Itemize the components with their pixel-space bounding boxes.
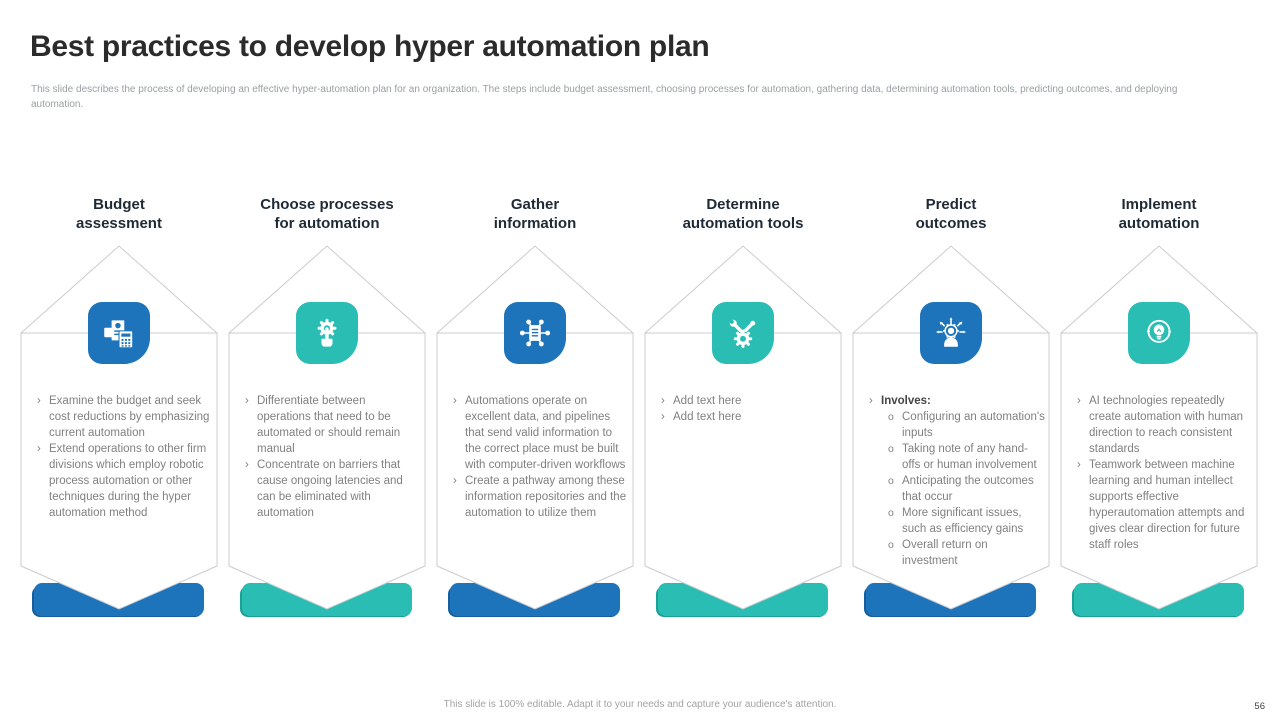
column-gather-information: Gather information › Automations operate …: [436, 190, 634, 622]
column-title: Predict outcomes: [915, 195, 987, 232]
page-number: 56: [1254, 701, 1265, 712]
bullet-item: › AI technologies repeatedly create autom…: [1072, 394, 1253, 458]
slide-subtitle: This slide describes the process of deve…: [31, 84, 1178, 110]
column-title: Implement automation: [1118, 195, 1200, 232]
bullet-list: › Add text here › Add text here: [656, 394, 837, 426]
bullet-item: › Examine the budget and seek cost reduct…: [32, 394, 213, 442]
data-network-icon: [504, 302, 566, 364]
bullet-item: › Teamwork between machine learning and h…: [1072, 458, 1253, 554]
column-implement-automation: Implement automation › AI technologies re…: [1060, 190, 1258, 622]
card-body: [644, 332, 842, 610]
column-budget-assessment: Budget assessment › Examine the budget an…: [20, 190, 218, 622]
column-title: Budget assessment: [76, 195, 162, 232]
bullet-list: › Automations operate on excellent data, …: [448, 394, 629, 522]
bullet-text: Add text here: [673, 410, 742, 423]
sub-bullet-marker: o: [888, 442, 894, 455]
insight-person-icon: [920, 302, 982, 364]
sub-bullet-marker: o: [888, 474, 894, 487]
column-choose-processes: Choose processes for automation › Differe…: [228, 190, 426, 622]
card-shape: [852, 245, 1050, 617]
bullet-text: AI technologies repeatedly create automa…: [1089, 395, 1244, 455]
bullet-list: › AI technologies repeatedly create autom…: [1072, 394, 1253, 554]
bullet-text: Teamwork between machine learning and hu…: [1089, 458, 1245, 551]
bullet-item: › Automations operate on excellent data, …: [448, 394, 629, 474]
column-title: Gather information: [493, 195, 577, 232]
bullet-item: › Add text here: [656, 410, 837, 426]
bullet-item: › Concentrate on barriers that cause ongo…: [240, 458, 421, 522]
bullet-marker: ›: [661, 395, 665, 407]
card-body: [436, 332, 634, 610]
invoice-calculator-icon: [88, 302, 150, 364]
bullet-marker: ›: [869, 395, 873, 407]
sub-bullet-marker: o: [888, 538, 894, 551]
sub-bullet-marker: o: [888, 506, 894, 519]
sub-bullet-item: o Configuring an automation's inputs: [886, 410, 1045, 442]
bullet-text: Add text here: [673, 395, 742, 407]
card-shape: [20, 245, 218, 617]
sub-bullet-marker: o: [888, 410, 894, 423]
gear-tools-icon: [712, 302, 774, 364]
gear-hand-icon: [296, 302, 358, 364]
column-predict-outcomes: Predict outcomes ›Inv: [852, 190, 1050, 622]
column-determine-automation-tools: Determine automation tools › Add text her…: [644, 190, 842, 622]
bullet-marker: ›: [453, 474, 457, 487]
gear-hand-icon: [317, 318, 337, 347]
bullet-marker: ›: [37, 395, 41, 407]
bullet-marker: ›: [453, 395, 457, 407]
bullet-text: Differentiate between operations that ne…: [257, 395, 401, 455]
bullet-item: › Create a pathway among these informatio…: [448, 474, 629, 522]
sub-bullet-item: o More significant issues, such as effici…: [886, 506, 1045, 538]
process-columns: Budget assessment › Examine the budget an…: [20, 190, 1258, 622]
bullet-item: › Differentiate between operations that n…: [240, 394, 421, 458]
bulb-cycle-icon: [1128, 302, 1190, 364]
bullet-marker: ›: [245, 395, 249, 407]
bullet-marker: ›: [661, 410, 665, 423]
card-body: [20, 332, 218, 610]
sub-bullet-item: o Taking note of any hand-offs or human i…: [886, 442, 1045, 474]
sub-bullet-text: Overall return on investment: [902, 538, 988, 567]
sub-bullet-text: Taking note of any hand-offs or human in…: [902, 442, 1037, 471]
page-title: Best practices to develop hyper automati…: [30, 30, 710, 63]
bullet-item: › Add text here: [656, 394, 837, 410]
bullet-text: Involves:: [881, 395, 931, 407]
bullet-text: Extend operations to other firm division…: [49, 442, 207, 519]
insight-person-icon: [936, 317, 966, 347]
sub-bullet-item: o Overall return on investment: [886, 538, 1045, 570]
bullet-marker: ›: [245, 458, 249, 471]
bullet-text: Create a pathway among these information…: [465, 474, 627, 519]
bullet-list: › Examine the budget and seek cost reduct…: [32, 394, 213, 522]
bullet-marker: ›: [1077, 395, 1081, 407]
footer-note: This slide is 100% editable. Adapt it to…: [443, 699, 837, 710]
card-shape: [436, 245, 634, 617]
card-shape: [1060, 245, 1258, 617]
column-title: Determine automation tools: [682, 195, 804, 232]
sub-bullet-text: Configuring an automation's inputs: [902, 410, 1045, 439]
sub-bullet-item: o Anticipating the outcomes that occur: [886, 474, 1045, 506]
card-shape: [644, 245, 842, 617]
bullet-list: › Involves: o Configuring an automation's i…: [864, 394, 1045, 570]
sub-bullet-text: Anticipating the outcomes that occur: [902, 474, 1034, 503]
card-body: [852, 332, 1050, 610]
bullet-text: Examine the budget and seek cost reducti…: [49, 395, 210, 439]
data-network-icon: [519, 319, 551, 347]
bullet-item: › Involves:: [864, 394, 1045, 410]
card-shape: [228, 245, 426, 617]
sub-bullet-text: More significant issues, such as efficie…: [902, 506, 1024, 535]
card-body: [228, 332, 426, 610]
bulb-cycle-icon: [1146, 319, 1172, 343]
bullet-text: Automations operate on excellent data, a…: [465, 395, 626, 471]
bullet-list: › Differentiate between operations that n…: [240, 394, 421, 522]
invoice-calculator-icon: [104, 320, 134, 349]
bullet-text: Concentrate on barriers that cause ongoi…: [257, 458, 403, 519]
bullet-marker: ›: [37, 442, 41, 455]
gear-tools-icon: [729, 319, 756, 348]
bullet-marker: ›: [1077, 458, 1081, 471]
card-body: [1060, 332, 1258, 610]
bullet-item: › Extend operations to other firm divisio…: [32, 442, 213, 522]
column-title: Choose processes for automation: [260, 195, 394, 232]
